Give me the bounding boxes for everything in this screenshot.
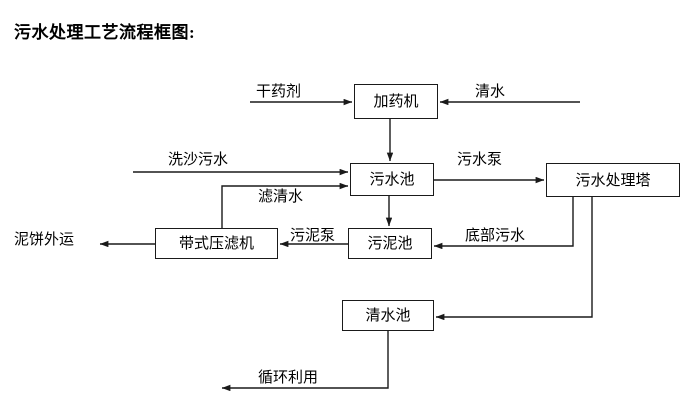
edge-label-recycle-reuse: 循环利用 [258, 369, 319, 386]
edge-label-sludge-pump: 污泥泵 [290, 227, 336, 244]
node-dosing-machine[interactable]: 加药机 [354, 84, 438, 119]
edge-clean-water-pool-to-reuse [221, 331, 389, 392]
terminal-label-mud-cake-transport: 泥饼外运 [14, 231, 75, 248]
node-clean-water-pool[interactable]: 清水池 [342, 300, 434, 331]
node-sludge-pool[interactable]: 污泥池 [348, 228, 432, 259]
page-title: 污水处理工艺流程框图: [14, 23, 196, 42]
edge-filtered-water-to-wastewater-pool [221, 182, 349, 228]
edge-label-sand-wash-water: 洗沙污水 [168, 151, 229, 168]
edge-label-dry-chemical: 干药剂 [256, 83, 302, 100]
node-belt-filter-press[interactable]: 带式压滤机 [155, 228, 278, 259]
node-wastewater-pool[interactable]: 污水池 [350, 163, 434, 196]
edge-tower-to-clean-water-pool [435, 197, 593, 321]
edge-label-bottom-wastewater: 底部污水 [465, 227, 526, 244]
node-treatment-tower[interactable]: 污水处理塔 [546, 163, 680, 197]
edge-tower-to-sludge-pool [433, 197, 574, 250]
edge-label-wastewater-pump: 污水泵 [457, 151, 503, 168]
edge-label-filtered-water: 滤清水 [258, 188, 304, 205]
edge-label-clean-water-input: 清水 [475, 83, 506, 100]
